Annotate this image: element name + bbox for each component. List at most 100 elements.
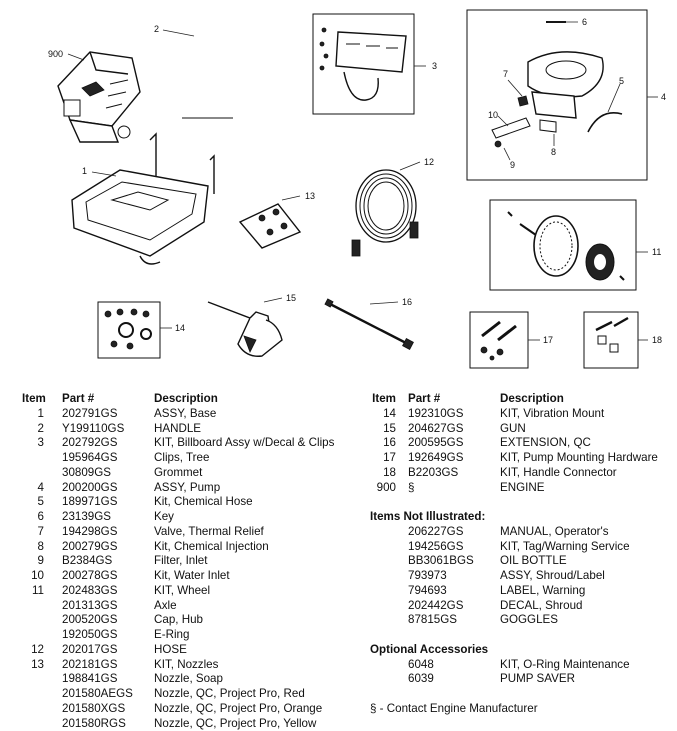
part-number: B2384GS (62, 554, 112, 569)
part-description: DECAL, Shroud (500, 599, 583, 614)
callout-14: 14 (175, 323, 185, 333)
part-description: Nozzle, QC, Project Pro, Orange (154, 702, 322, 717)
exploded-parts-diagram: 900 2 3 6 7 4 5 10 9 8 (0, 0, 677, 390)
optional-accessories-title: Optional Accessories (370, 643, 488, 658)
part-description: KIT, Billboard Assy w/Decal & Clips (154, 436, 334, 451)
part-description: HOSE (154, 643, 187, 658)
part-description: Nozzle, QC, Project Pro, Yellow (154, 717, 316, 731)
part-description: KIT, Pump Mounting Hardware (500, 451, 658, 466)
footnote: § - Contact Engine Manufacturer (370, 702, 538, 715)
header-part: Part # (408, 392, 440, 407)
item-number: 18 (370, 466, 396, 481)
callout-12: 12 (424, 157, 434, 167)
part-number: 200279GS (62, 540, 117, 555)
header-description: Description (154, 392, 218, 407)
table-row: 6039 PUMP SAVER (370, 672, 670, 687)
part-description: KIT, Wheel (154, 584, 210, 599)
part-description: HANDLE (154, 422, 201, 437)
part-number: 194298GS (62, 525, 117, 540)
part-description: ASSY, Pump (154, 481, 220, 496)
item-number: 900 (370, 481, 396, 496)
hose-illustration (352, 170, 418, 256)
callout-7: 7 (503, 69, 508, 79)
item-number: 6 (22, 510, 44, 525)
part-number: 202181GS (62, 658, 117, 673)
callout-13: 13 (305, 191, 315, 201)
part-description: KIT, O-Ring Maintenance (500, 658, 630, 673)
table-header-row: Item Part # Description (22, 392, 352, 407)
item-number: 16 (370, 436, 396, 451)
part-number: 192050GS (62, 628, 117, 643)
item-number: 1 (22, 407, 44, 422)
part-number: 201580RGS (62, 717, 126, 731)
item-number: 4 (22, 481, 44, 496)
table-row: 201580RGS Nozzle, QC, Project Pro, Yellow (22, 717, 352, 731)
callout-4: 4 (661, 92, 666, 102)
part-number: 793973 (408, 569, 447, 584)
item-number: 7 (22, 525, 44, 540)
part-description: LABEL, Warning (500, 584, 585, 599)
item-number: 12 (22, 643, 44, 658)
callout-16: 16 (402, 297, 412, 307)
item-number: 13 (22, 658, 44, 673)
part-number: 87815GS (408, 613, 457, 628)
part-description: PUMP SAVER (500, 672, 575, 687)
part-number: BB3061BGS (408, 554, 474, 569)
part-description: Nozzle, QC, Project Pro, Red (154, 687, 305, 702)
item-number: 8 (22, 540, 44, 555)
callout-5: 5 (619, 76, 624, 86)
part-description: Nozzle, Soap (154, 672, 223, 687)
item-number: 9 (22, 554, 44, 569)
callout-3: 3 (432, 61, 437, 71)
part-description: Clips, Tree (154, 451, 209, 466)
header-item: Item (22, 392, 44, 407)
not-illustrated-title-row: Items Not Illustrated: (370, 510, 670, 525)
part-number: Y199110GS (62, 422, 124, 437)
part-description: ASSY, Shroud/Label (500, 569, 605, 584)
part-description: GOGGLES (500, 613, 558, 628)
part-description: EXTENSION, QC (500, 436, 591, 451)
item-number: 3 (22, 436, 44, 451)
part-number: 202791GS (62, 407, 117, 422)
callout-15: 15 (286, 293, 296, 303)
part-number: B2203GS (408, 466, 458, 481)
table-row: 198841GS Nozzle, Soap (22, 672, 352, 687)
part-description: OIL BOTTLE (500, 554, 567, 569)
callout-18: 18 (652, 335, 662, 345)
part-number: 198841GS (62, 672, 117, 687)
callout-1: 1 (82, 166, 87, 176)
part-description: Cap, Hub (154, 613, 203, 628)
table-header-row: Item Part # Description (370, 392, 670, 407)
part-number: 195964GS (62, 451, 117, 466)
part-number: 202483GS (62, 584, 117, 599)
part-number: 192649GS (408, 451, 463, 466)
table-row: 87815GS GOGGLES (370, 613, 670, 628)
part-description: ENGINE (500, 481, 544, 496)
extension-illustration (325, 299, 413, 349)
part-number: 6039 (408, 672, 434, 687)
header-part: Part # (62, 392, 94, 407)
part-description: Kit, Chemical Hose (154, 495, 253, 510)
